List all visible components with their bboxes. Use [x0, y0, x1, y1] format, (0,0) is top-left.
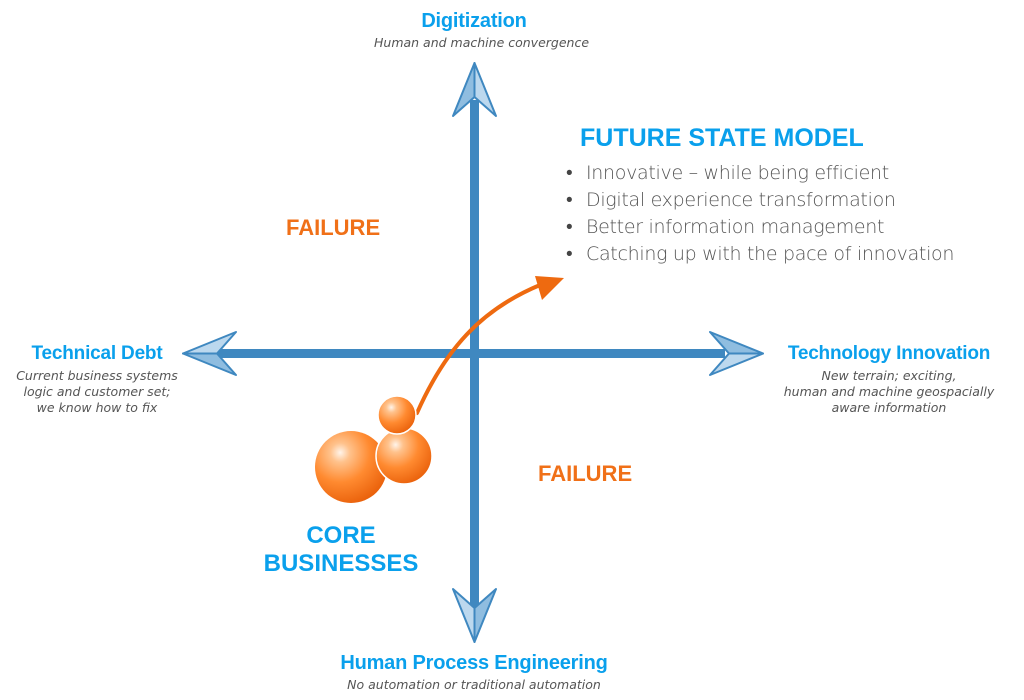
core-label-line-1: CORE [306, 522, 376, 549]
axis-label-right: Technology Innovation New terrain; excit… [770, 343, 1008, 416]
arrowhead-right-icon [709, 331, 764, 376]
axis-title-bottom: Human Process Engineering [340, 652, 608, 674]
axis-subtitle-left-line-2: logic and customer set; [23, 384, 171, 399]
axis-title-left: Technical Debt [31, 343, 163, 364]
axis-subtitle-left-line-1: Current business systems [16, 368, 178, 383]
sphere-medium [375, 427, 433, 485]
axis-label-top: Digitization Human and machine convergen… [374, 10, 590, 51]
quadrant-label-top-left: FAILURE [286, 215, 381, 240]
core-businesses-label: CORE BUSINESSES [256, 522, 426, 578]
arrowhead-down-icon [452, 588, 497, 643]
arrowhead-up-icon [452, 62, 497, 117]
axis-subtitle-top: Human and machine convergence [374, 35, 590, 50]
axis-subtitle-right-line-3: aware information [831, 400, 947, 415]
core-label-line-2: BUSINESSES [263, 550, 419, 577]
sphere-large [315, 431, 387, 503]
future-state-bullet: Innovative – while being efficient [566, 160, 954, 187]
future-state-title: FUTURE STATE MODEL [580, 124, 864, 152]
transition-arrow-icon [415, 276, 564, 415]
axis-subtitle-bottom: No automation or traditional automation [347, 677, 601, 692]
axis-title-top: Digitization [421, 10, 527, 32]
future-state-bullet: Better information management [566, 214, 954, 241]
future-state-bullets: Innovative – while being efficient Digit… [566, 160, 954, 268]
axis-label-bottom: Human Process Engineering No automation … [324, 652, 624, 693]
quadrant-label-bottom-right: FAILURE [538, 461, 633, 486]
sphere-small [377, 395, 417, 435]
future-state-bullet: Catching up with the pace of innovation [566, 241, 954, 268]
future-state-bullet: Digital experience transformation [566, 187, 954, 214]
axis-subtitle-right-line-1: New terrain; exciting, [821, 368, 957, 383]
arrowhead-left-icon [182, 331, 237, 376]
core-businesses-spheres-icon [315, 395, 433, 503]
axis-title-right: Technology Innovation [787, 343, 991, 364]
horizontal-axis [205, 349, 725, 358]
axis-label-left: Technical Debt Current business systems … [0, 343, 194, 416]
axis-subtitle-right-line-2: human and machine geospacially [783, 384, 995, 399]
axis-subtitle-left-line-3: we know how to fix [36, 400, 158, 415]
